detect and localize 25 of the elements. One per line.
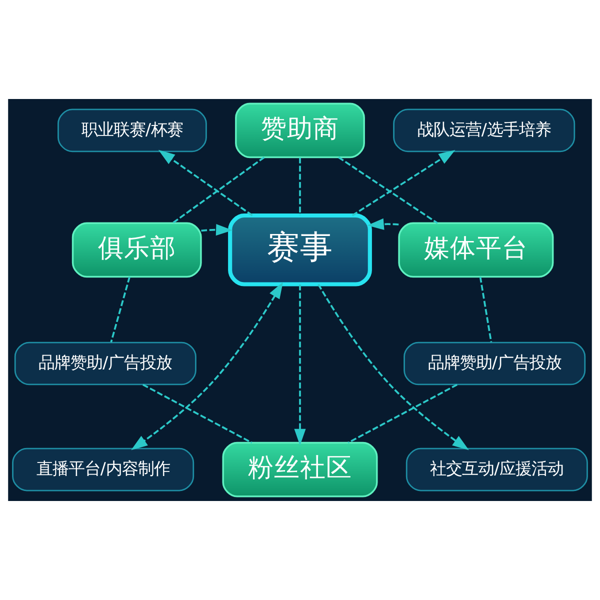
node-box: 职业联赛/杯赛 — [58, 108, 207, 152]
connector — [142, 384, 252, 444]
connector — [479, 276, 492, 342]
connector — [338, 156, 438, 224]
arrow — [158, 150, 253, 216]
node-box: 媒体平台 — [398, 222, 554, 278]
node-box: 社交互动/应援活动 — [406, 448, 588, 492]
node-box: 战队运营/选手培养 — [393, 108, 576, 152]
connector — [299, 158, 301, 216]
arrow — [131, 282, 284, 450]
arrow — [201, 224, 233, 236]
arrow — [352, 150, 456, 216]
node-box: 品牌赞助/广告投放 — [14, 342, 196, 386]
node-box: 品牌赞助/广告投放 — [404, 342, 586, 386]
arrow — [318, 284, 469, 450]
node-box: 直播平台/内容制作 — [12, 448, 194, 492]
connector — [110, 276, 130, 342]
arrow — [294, 284, 306, 446]
node-box: 赛事 — [228, 213, 372, 286]
connector — [348, 384, 458, 444]
arrow — [367, 218, 399, 230]
connector — [172, 156, 265, 224]
node-box: 粉丝社区 — [222, 442, 378, 498]
node-box: 俱乐部 — [72, 222, 202, 278]
node-box: 赞助商 — [235, 102, 365, 158]
